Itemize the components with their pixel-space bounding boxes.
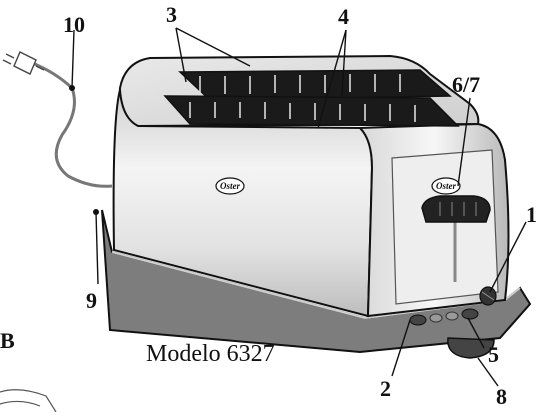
bread-slots [163,69,460,127]
callout-9: 9 [86,288,97,313]
function-buttons [409,308,479,326]
brand-logo-front: Oster [215,177,245,195]
model-label: Modelo 6327 [146,341,275,367]
panel-b-fragment [0,389,57,413]
callout-leader-lines [71,27,527,387]
callout-8: 8 [496,384,507,409]
callout-2: 2 [380,376,391,401]
plug-icon [2,51,45,75]
svg-text:Oster: Oster [436,181,456,191]
callout-6-7: 6/7 [452,72,481,97]
callout-10: 10 [63,12,85,37]
callout-1: 1 [526,202,537,227]
power-cord [29,60,113,188]
shade-knob [479,286,497,306]
callout-3: 3 [166,2,177,27]
svg-text:Oster: Oster [220,181,240,191]
crumb-tray-handle [447,337,495,359]
carriage-lever [421,195,491,282]
brand-logo-end: Oster [431,177,461,195]
panel-letter: B [0,328,15,353]
callout-4: 4 [338,4,349,29]
callout-5: 5 [488,342,499,367]
